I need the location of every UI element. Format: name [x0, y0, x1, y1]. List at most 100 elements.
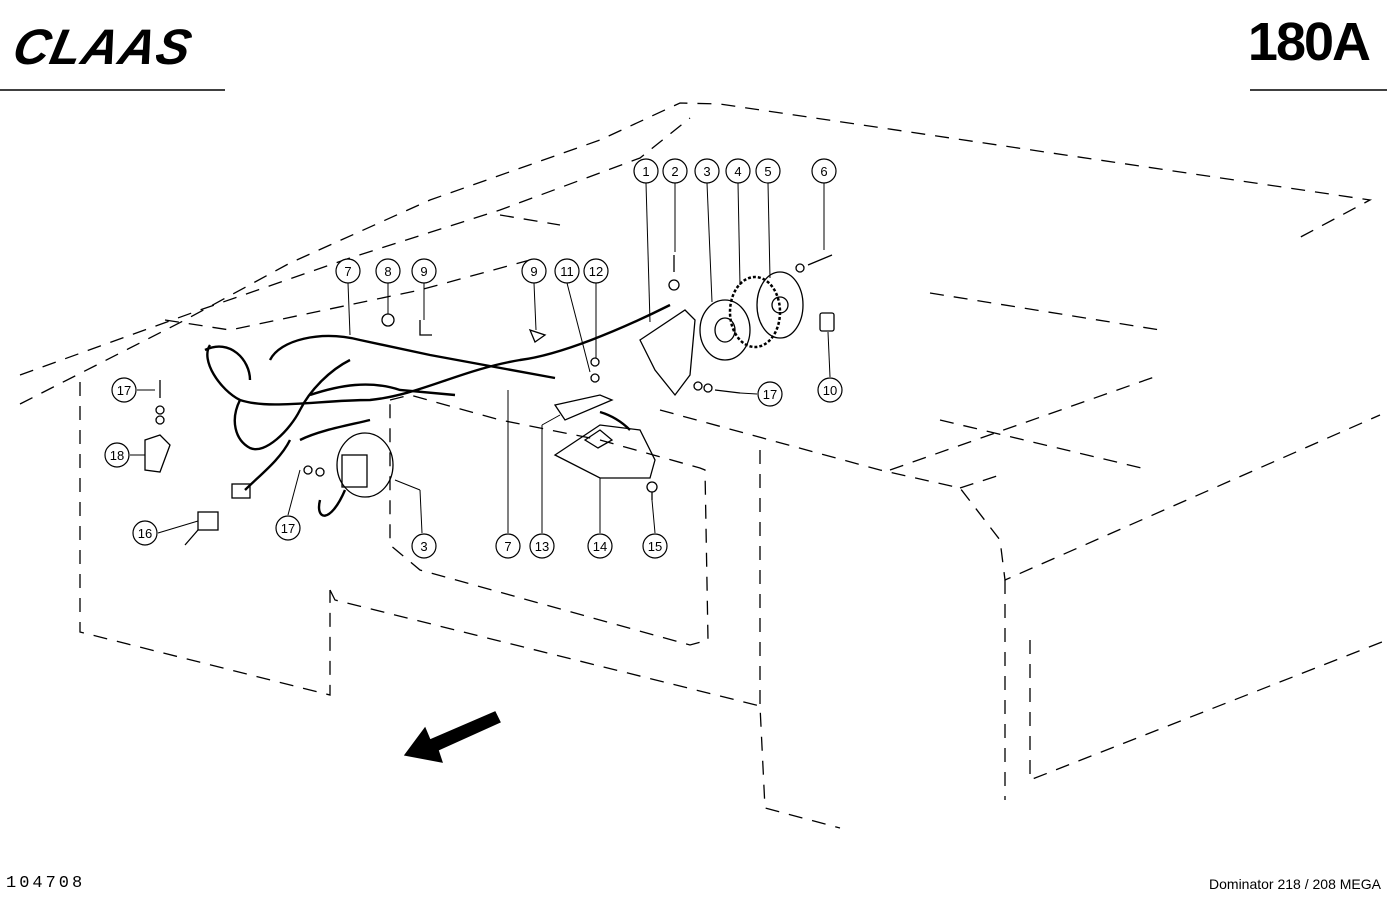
callout-7-top-label: 7: [344, 264, 351, 279]
callout-9-left: 9: [411, 258, 437, 284]
callout-4-label: 4: [734, 164, 741, 179]
harness-lamp-lead: [599, 410, 631, 431]
lamp-14-mount: [583, 429, 614, 449]
cover-5-center: [771, 296, 789, 314]
harness-horn-lead: [317, 489, 347, 517]
clip-9-right: [528, 328, 547, 343]
seal-ring-4: [728, 275, 782, 349]
callout-3-left-label: 3: [420, 539, 427, 554]
nut-12: [590, 357, 600, 367]
callout-14: 14: [587, 533, 613, 559]
outline-right-join: [959, 474, 1001, 489]
callout-17-right: 17: [757, 381, 783, 407]
callout-group: 1 2 3 4 5 6 7 8 9 9 11 12 17 10 17 18 16…: [104, 158, 843, 559]
callout-12: 12: [583, 258, 609, 284]
callout-17-middle-label: 17: [281, 521, 295, 536]
harness-plug-lead: [244, 439, 292, 491]
grommet-8: [381, 313, 395, 327]
outline-roof: [19, 102, 1373, 405]
washer-11: [590, 373, 600, 383]
callout-16: 16: [132, 520, 158, 546]
callout-16-label: 16: [138, 526, 152, 541]
outline-door-frame: [389, 394, 709, 646]
callout-11-label: 11: [560, 264, 574, 279]
wiring-harness: [204, 303, 671, 517]
connector-harness-plug: [231, 483, 251, 499]
outline-dash-a: [499, 214, 561, 226]
claas-logo-mark: CLAAS: [10, 20, 197, 70]
callout-10-label: 10: [823, 383, 837, 398]
harness-branch-top: [268, 334, 556, 380]
callout-13: 13: [529, 533, 555, 559]
callout-15-label: 15: [648, 539, 662, 554]
washer-17-left-a: [155, 405, 165, 415]
washer-17-mid-a: [303, 465, 313, 475]
horn-3-left-bracket: [341, 454, 368, 488]
callout-9-right-label: 9: [530, 264, 537, 279]
screw-15: [646, 481, 658, 493]
washer-17-left-b: [155, 415, 165, 425]
horn-3-right-center: [714, 317, 736, 343]
callout-8: 8: [375, 258, 401, 284]
callout-14-label: 14: [593, 539, 607, 554]
harness-loop-a: [204, 345, 252, 381]
outline-right-body: [659, 409, 1381, 581]
callout-5: 5: [755, 158, 781, 184]
callout-9-right: 9: [521, 258, 547, 284]
callout-17-left-label: 17: [117, 383, 131, 398]
callout-8-label: 8: [384, 264, 391, 279]
callout-7-bottom: 7: [495, 533, 521, 559]
outline-left-panel: [79, 382, 331, 696]
horn-3-left: [336, 432, 394, 498]
machine-outline: [19, 102, 1387, 829]
bolt-6: [807, 254, 833, 266]
outline-mid-dash: [939, 419, 1151, 471]
callout-2-label: 2: [671, 164, 678, 179]
callout-2: 2: [662, 158, 688, 184]
bolt-17-right: [714, 389, 741, 394]
model-label: Dominator 218 / 208 MEGA: [1209, 876, 1381, 892]
outline-right-lower: [1029, 639, 1387, 781]
horn-3-right: [699, 299, 751, 361]
drawing-id: 104708: [6, 874, 86, 893]
harness-main-cable: [206, 303, 671, 406]
harness-branch-low: [299, 418, 371, 442]
connector-16: [197, 511, 219, 531]
callout-7-top: 7: [335, 258, 361, 284]
horn-bracket-1: [639, 309, 696, 397]
callout-1-label: 1: [642, 164, 649, 179]
page-number: 180A: [1247, 12, 1371, 72]
outline-roof-inner: [19, 117, 691, 376]
callout-18-label: 18: [110, 448, 124, 463]
bracket-18: [144, 434, 171, 473]
washer-6: [795, 263, 805, 273]
washer-17-right-a: [693, 381, 703, 391]
callout-17-left: 17: [111, 377, 137, 403]
travel-direction-arrow: [403, 711, 501, 763]
callout-3-label: 3: [703, 164, 710, 179]
outline-right-top: [889, 374, 1161, 471]
callout-12-label: 12: [589, 264, 603, 279]
callout-3-left: 3: [411, 533, 437, 559]
clip-9-left: [419, 320, 432, 336]
callout-9-left-label: 9: [420, 264, 427, 279]
outline-upper-edge: [164, 259, 531, 331]
claas-logo: CLAAS: [10, 20, 230, 70]
callout-13-label: 13: [535, 539, 549, 554]
switch-10: [819, 312, 835, 332]
washer-17-right-b: [703, 383, 713, 393]
callout-6-label: 6: [820, 164, 827, 179]
callout-10: 10: [817, 377, 843, 403]
harness-branch-mid: [309, 383, 456, 397]
lamp-14: [553, 424, 656, 479]
harness-loop-b: [233, 358, 351, 451]
brand-logo-text: CLAAS: [10, 20, 197, 70]
callout-11: 11: [554, 258, 580, 284]
callout-3: 3: [694, 158, 720, 184]
connector-16-lead: [184, 529, 199, 546]
leader-lines: [130, 182, 831, 534]
callout-5-label: 5: [764, 164, 771, 179]
cover-5: [756, 271, 804, 339]
bracket-13: [553, 394, 614, 421]
